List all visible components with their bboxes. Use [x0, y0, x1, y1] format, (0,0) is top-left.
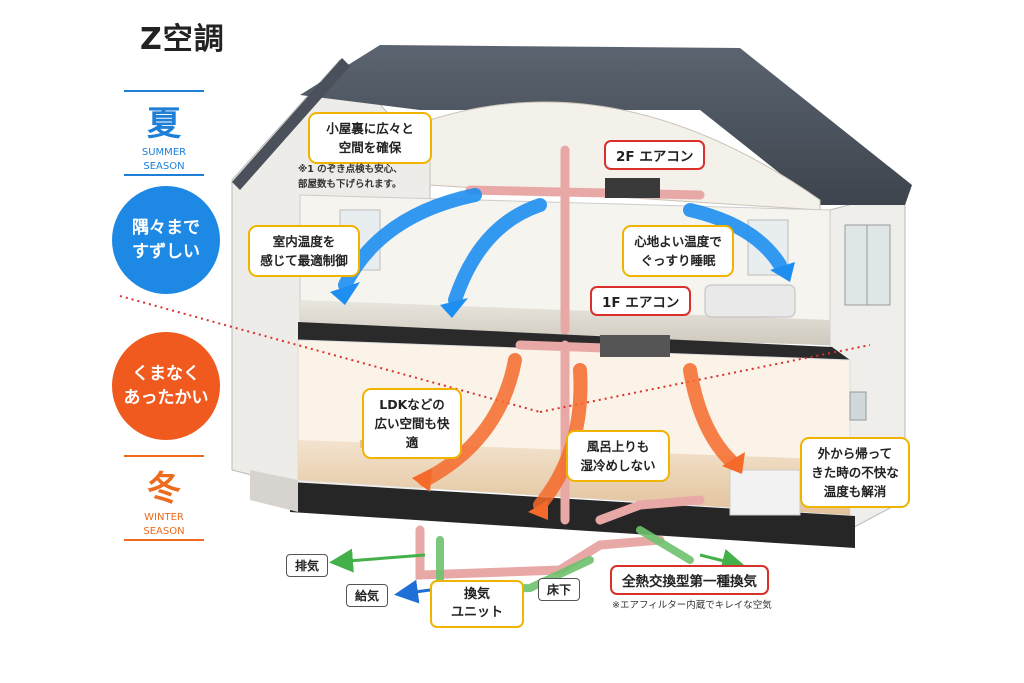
callout-outside-line3: 温度も解消: [823, 484, 887, 499]
winter-kanji: 冬: [147, 469, 181, 509]
callout-comfort-sleep-line2: ぐっすり睡眠: [640, 253, 716, 268]
winter-badge-line2: あったかい: [123, 388, 209, 408]
summer-en-line1: SUMMER: [141, 147, 187, 158]
callout-comfort-sleep: 心地よい温度で ぐっすり睡眠: [622, 225, 734, 277]
roof: [300, 45, 912, 205]
summer-en-line2: SEASON: [143, 161, 185, 172]
callout-ldk-line1: LDKなどの: [379, 397, 445, 412]
summer-badge-line2: すずしい: [132, 242, 200, 262]
callout-bath: 風呂上りも 湿冷めしない: [566, 430, 670, 482]
vent-unit-line1: 換気: [463, 587, 490, 602]
winter-badge-line1: くまなく: [132, 364, 200, 384]
winter-en-line2: SEASON: [143, 526, 185, 537]
callout-outside-line2: きた時の不快な: [811, 465, 899, 480]
ac-2f-label: 2F エアコン: [604, 140, 706, 170]
callout-ldk-line2: 広い空間も快適: [374, 416, 450, 450]
callout-ldk: LDKなどの 広い空間も快適: [362, 388, 462, 459]
callout-indoor-temp-line2: 感じて最適制御: [260, 253, 348, 268]
ac-1f-label: 1F エアコン: [590, 286, 692, 316]
callout-outside: 外から帰って きた時の不快な 温度も解消: [800, 437, 910, 508]
callout-attic-line2: 空間を確保: [338, 140, 402, 155]
underfloor-label: 床下: [538, 578, 581, 601]
attic-note: ※1 のぞき点検も安心、 部屋数も下げられます。: [298, 162, 403, 192]
callout-bath-line2: 湿冷めしない: [580, 458, 656, 473]
exhaust-label: 排気: [286, 554, 329, 577]
callout-attic: 小屋裏に広々と 空間を確保: [308, 112, 432, 164]
callout-indoor-temp: 室内温度を 感じて最適制御: [248, 225, 360, 277]
vent-unit-label: 換気 ユニット: [430, 580, 524, 628]
summer-badge-line1: 隅々まで: [132, 218, 200, 238]
page-title: Z空調: [140, 22, 225, 57]
summer-kanji: 夏: [147, 104, 181, 144]
winter-en-line1: WINTER: [144, 512, 184, 523]
attic-note-line2: 部屋数も下げられます。: [298, 179, 402, 190]
callout-indoor-temp-line1: 室内温度を: [272, 234, 336, 249]
second-floor-ac-unit: [605, 178, 660, 198]
callout-comfort-sleep-line1: 心地よい温度で: [634, 234, 722, 249]
ventilation-note: ※エアフィルター内蔵でキレイな空気: [612, 600, 772, 611]
summer-season-label: 夏 SUMMER SEASON: [124, 90, 204, 176]
vent-unit-line2: ユニット: [450, 605, 503, 620]
callout-bath-line1: 風呂上りも: [586, 439, 650, 454]
summer-badge: 隅々まですずしい: [112, 186, 220, 294]
callout-outside-line1: 外から帰って: [817, 446, 893, 461]
callout-attic-line1: 小屋裏に広々と: [326, 121, 414, 136]
winter-season-label: 冬 WINTER SEASON: [124, 455, 204, 541]
first-floor-ac-unit: [600, 335, 670, 357]
attic-note-line1: ※1 のぞき点検も安心、: [298, 164, 403, 175]
ventilation-label: 全熱交換型第一種換気: [610, 565, 769, 595]
supply-label: 給気: [346, 584, 389, 607]
winter-badge: くまなくあったかい: [112, 332, 220, 440]
